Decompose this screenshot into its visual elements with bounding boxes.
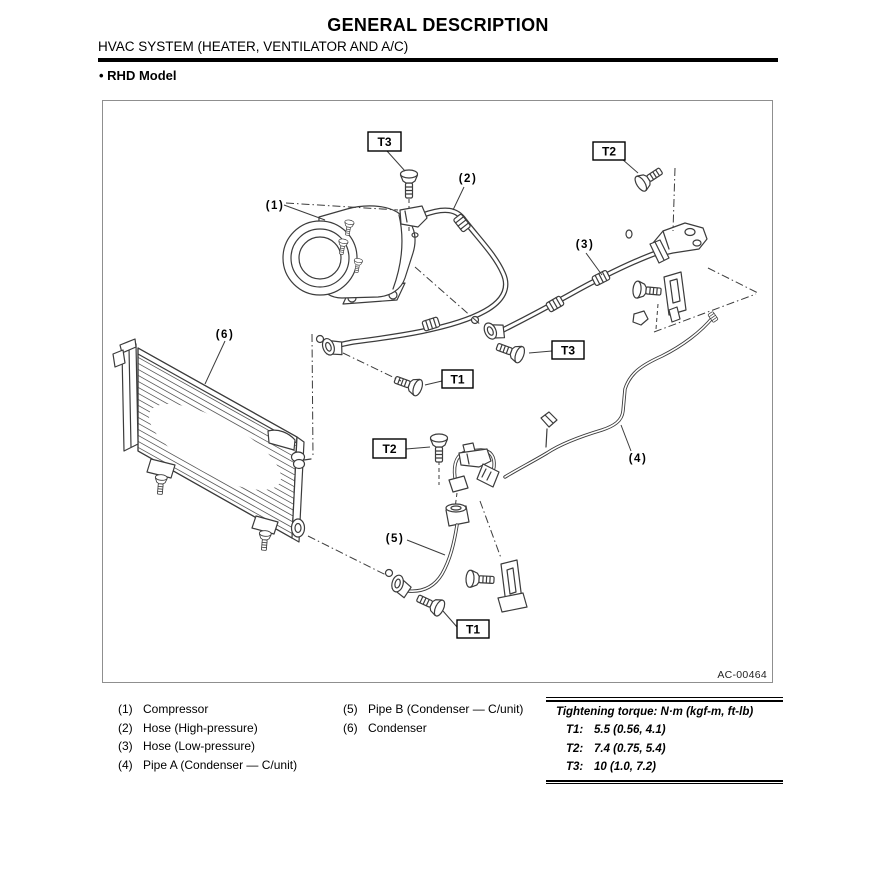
torque-label-t3-mid-text: T3 [561, 344, 575, 358]
torque-label-t1-mid-text: T1 [450, 373, 464, 387]
pipe-b-part [384, 523, 528, 613]
torque-row-t3-id: T3: [566, 761, 584, 773]
legend-item-2-num: (2) [118, 720, 133, 735]
page-title: GENERAL DESCRIPTION [327, 15, 549, 35]
torque-row-t1: T1: 5.5 (0.56, 4.1) [556, 721, 779, 740]
hose-low-pressure [470, 222, 708, 345]
model-label: • RHD Model [99, 68, 177, 83]
legend-item-4: (4) Pipe A (Condenser — C/unit) [118, 756, 297, 775]
torque-row-t3: T3: 10 (1.0, 7.2) [556, 758, 779, 777]
torque-table: Tightening torque: N·m (kgf-m, ft-lb) T1… [546, 697, 783, 784]
torque-label-t3-mid: T3 [551, 340, 585, 360]
legend-item-1: (1) Compressor [118, 700, 297, 719]
legend-column-2: (5) Pipe B (Condenser — C/unit) (6) Cond… [343, 700, 523, 737]
torque-row-t1-id: T1: [566, 724, 584, 736]
torque-table-title: Tightening torque: N·m (kgf-m, ft-lb) [556, 705, 754, 718]
hvac-piping-diagram: (1) (2) (3) (4) (5) (6) T3 T2 T3 T1 [112, 131, 767, 681]
legend-item-6-num: (6) [343, 720, 358, 735]
projection-lines [285, 167, 759, 576]
torque-label-t1-bottom-text: T1 [466, 623, 480, 637]
torque-label-t3-top-text: T3 [377, 135, 391, 149]
torque-row-t2: T2: 7.4 (0.75, 5.4) [556, 740, 779, 759]
header-rule [98, 58, 778, 62]
callout-3: (3) [576, 239, 595, 251]
legend-item-5-label: Pipe B (Condenser — C/unit) [368, 702, 524, 716]
torque-label-t2-mid-text: T2 [382, 442, 396, 456]
legend-column-1: (1) Compressor (2) Hose (High-pressure) … [118, 700, 297, 774]
legend-item-3-label: Hose (Low-pressure) [143, 739, 256, 753]
figure-id: AC-00464 [717, 669, 767, 681]
legend-item-4-num: (4) [118, 757, 133, 772]
callout-4: (4) [629, 453, 648, 465]
legend-item-1-label: Compressor [143, 702, 209, 716]
torque-row-t1-value: 5.5 (0.56, 4.1) [594, 724, 666, 736]
callout-6: (6) [216, 329, 235, 341]
section-subtitle: HVAC SYSTEM (HEATER, VENTILATOR AND A/C) [98, 39, 409, 54]
torque-label-t2-mid: T2 [372, 438, 407, 459]
legend-item-5-num: (5) [343, 702, 358, 716]
diagram-frame: (1) (2) (3) (4) (5) (6) T3 T2 T3 T1 [102, 100, 773, 683]
compressor-part [282, 205, 416, 305]
legend-item-2: (2) Hose (High-pressure) [118, 719, 297, 738]
torque-label-t1-bottom: T1 [456, 619, 490, 639]
callout-2: (2) [459, 173, 478, 185]
pipe-junction [429, 433, 500, 527]
torque-label-t1-mid: T1 [441, 369, 474, 389]
leader-lines [204, 150, 639, 628]
legend-item-6: (6) Condenser [343, 719, 523, 738]
legend-item-3: (3) Hose (Low-pressure) [118, 737, 297, 756]
legend-item-2-label: Hose (High-pressure) [143, 720, 258, 735]
torque-table-inner: Tightening torque: N·m (kgf-m, ft-lb) T1… [546, 699, 783, 782]
legend-item-5: (5) Pipe B (Condenser — C/unit) [343, 700, 523, 719]
callout-1: (1) [266, 200, 285, 212]
torque-label-t3-top: T3 [367, 131, 402, 152]
torque-row-t3-value: 10 (1.0, 7.2) [594, 761, 657, 773]
torque-row-t2-id: T2: [566, 742, 584, 755]
torque-label-t2-top-text: T2 [602, 145, 616, 159]
pipe-a-part [503, 310, 719, 479]
torque-label-t2-top: T2 [592, 141, 626, 161]
hose-high-pressure [315, 199, 509, 361]
legend-item-3-num: (3) [118, 739, 133, 753]
legend-item-6-label: Condenser [368, 720, 427, 735]
legend-item-1-num: (1) [118, 702, 133, 716]
torque-row-t2-value: 7.4 (0.75, 5.4) [594, 742, 666, 755]
condenser-part [112, 338, 312, 552]
legend-item-4-label: Pipe A (Condenser — C/unit) [143, 757, 298, 772]
callout-5: (5) [386, 533, 405, 545]
